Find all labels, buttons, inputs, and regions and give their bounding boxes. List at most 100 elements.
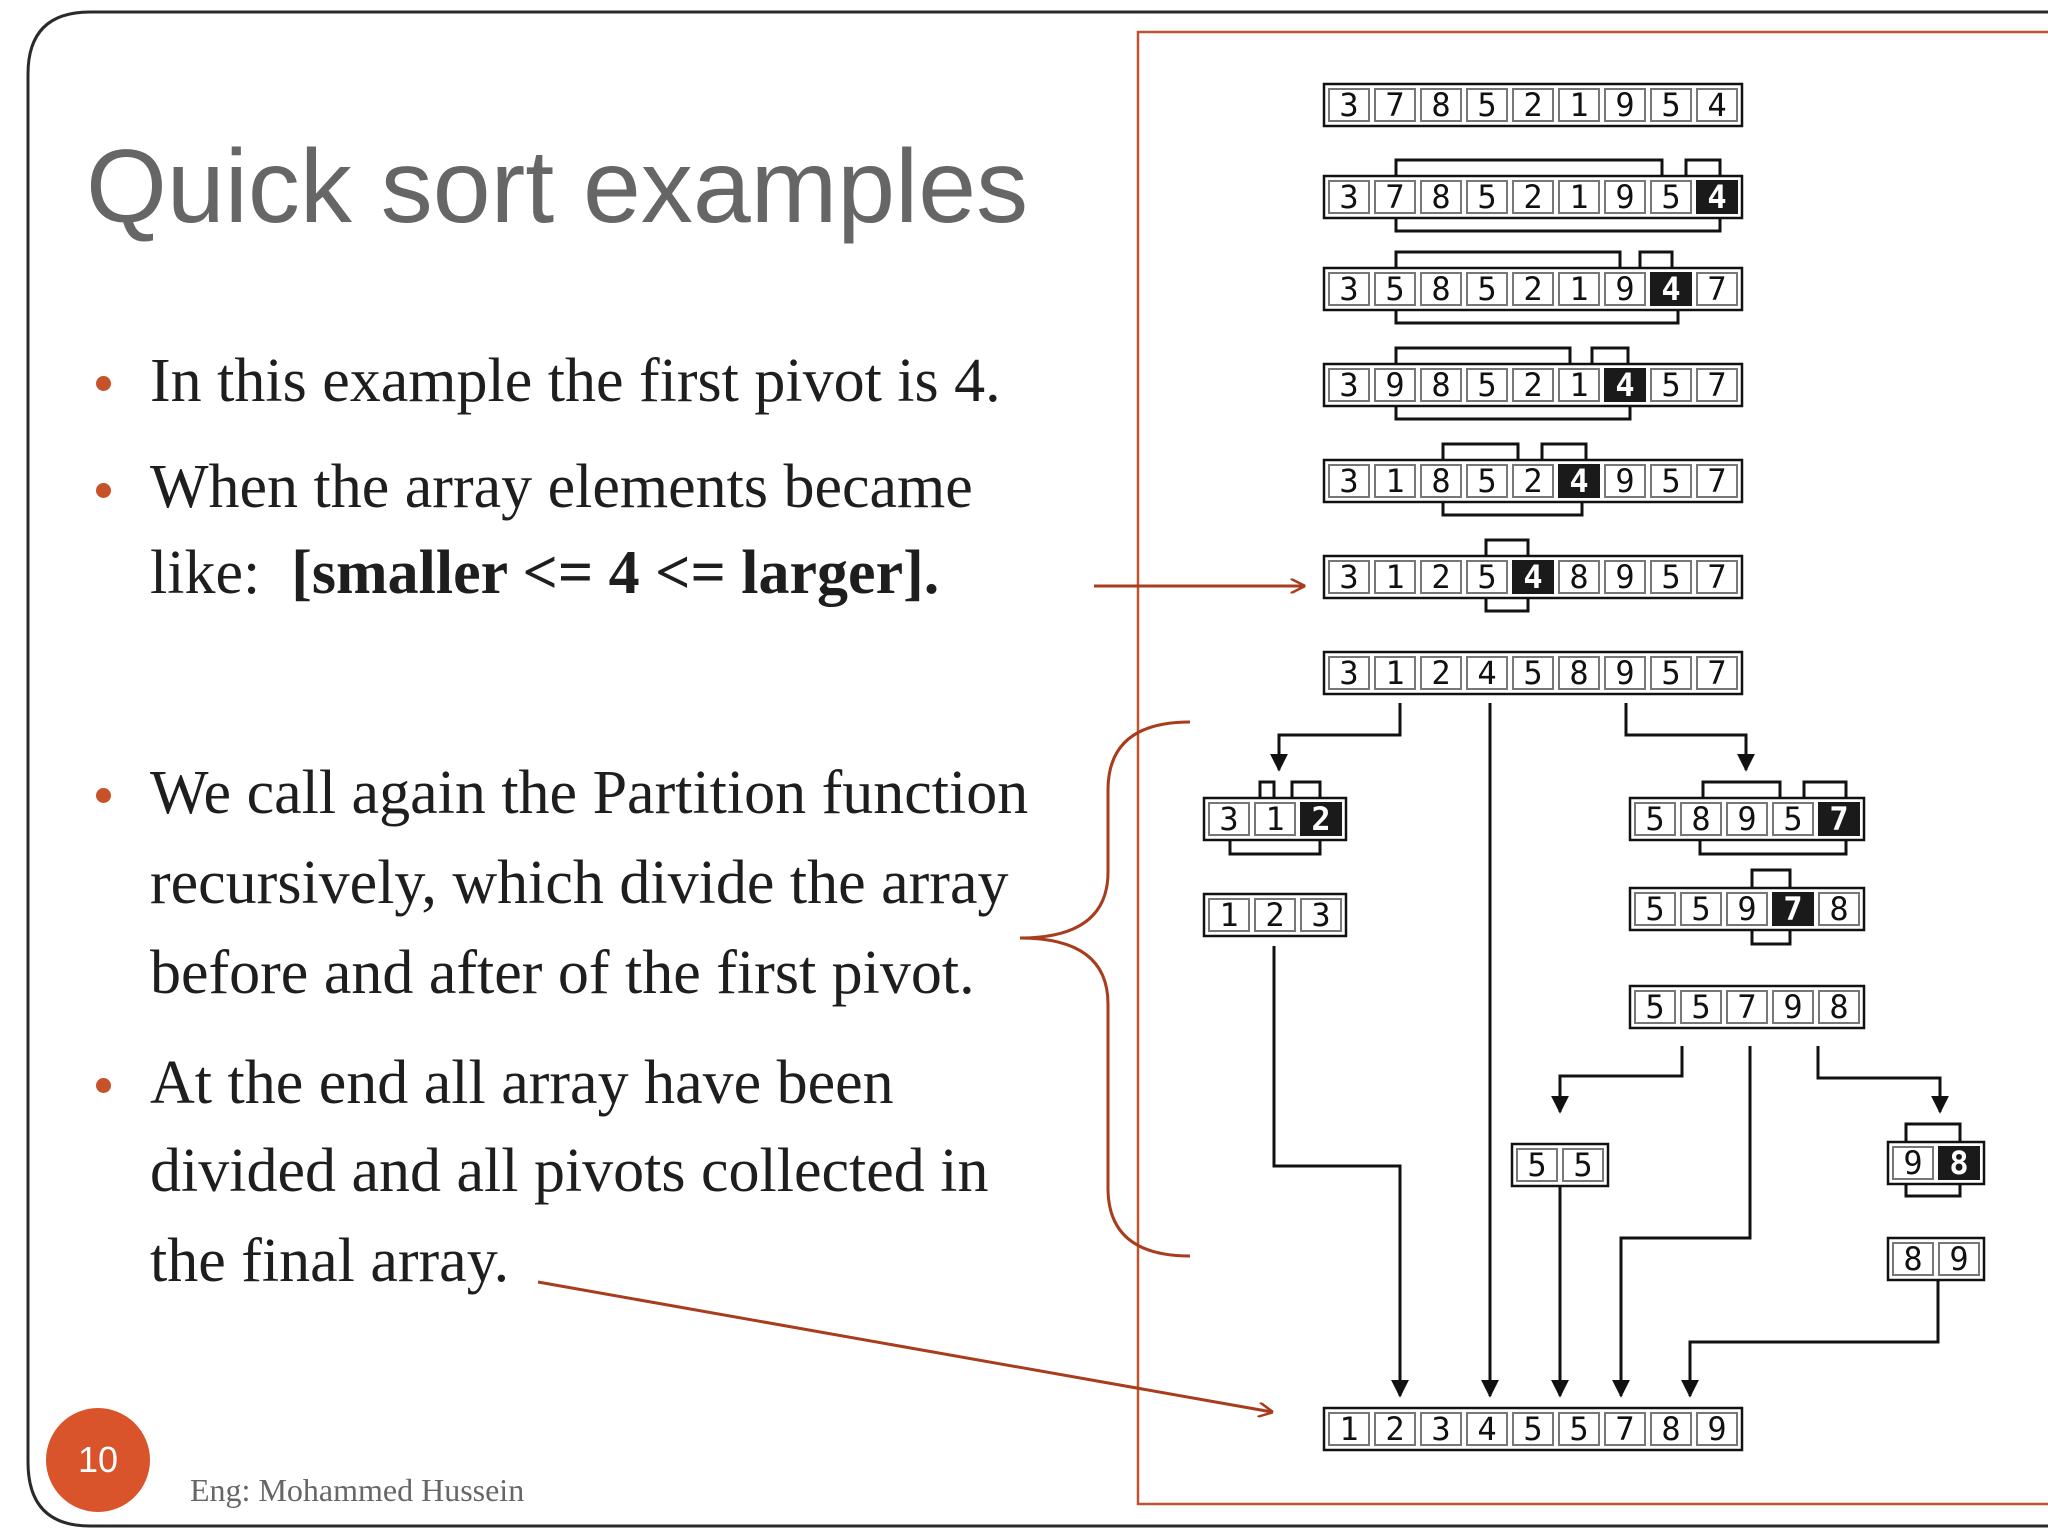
array-cell (1558, 1412, 1600, 1446)
array-digit: 9 (1737, 890, 1756, 928)
array-digit: 5 (1385, 270, 1404, 308)
array-digit: 5 (1691, 890, 1710, 928)
array-cell (1726, 990, 1768, 1024)
array-cell (1328, 656, 1370, 690)
bullet-4-line-2: divided and all pivots collected in (150, 1137, 989, 1205)
array-digit: 8 (1569, 558, 1588, 596)
array-digit: 1 (1339, 1410, 1358, 1448)
array-digit: 5 (1523, 654, 1542, 692)
array-digit: 5 (1661, 366, 1680, 404)
array-digit: 7 (1385, 86, 1404, 124)
array-cell (1466, 1412, 1508, 1446)
array-cell (1466, 88, 1508, 122)
array-digit: 5 (1477, 270, 1496, 308)
pivot-cell (1650, 272, 1692, 306)
array-digit: 9 (1615, 178, 1634, 216)
array-cell (1696, 656, 1738, 690)
recursion-brace (1019, 720, 1191, 1258)
bullet-3-line-2: recursively, which divide the array (150, 849, 1009, 917)
array-cell (1938, 1242, 1980, 1276)
bullet-3-line-1: We call again the Partition function (150, 759, 1029, 827)
array-cell (1374, 88, 1416, 122)
array-digit: 9 (1615, 558, 1634, 596)
array-digit: 3 (1339, 462, 1358, 500)
array-digit: 8 (1569, 654, 1588, 692)
array-digit: 1 (1385, 654, 1404, 692)
array-cell (1512, 368, 1554, 402)
array-cell (1420, 368, 1462, 402)
array-digit: 3 (1339, 558, 1358, 596)
array-cell (1680, 802, 1722, 836)
array-cell (1374, 368, 1416, 402)
array-cell (1696, 464, 1738, 498)
array-digit: 4 (1477, 1410, 1496, 1448)
array-digit: 1 (1569, 178, 1588, 216)
array-digit: 4 (1477, 654, 1496, 692)
array-digit: 5 (1645, 890, 1664, 928)
array-cell (1328, 180, 1370, 214)
bullet-4-line-3: the final array. (150, 1227, 510, 1295)
array-digit: 2 (1523, 462, 1542, 500)
array-cell (1328, 464, 1370, 498)
array-digit: 5 (1477, 558, 1496, 596)
array-cell (1650, 656, 1692, 690)
array-digit: 9 (1615, 462, 1634, 500)
array-cell (1328, 88, 1370, 122)
array-digit: 5 (1569, 1410, 1588, 1448)
final-array-annotation-arrow (537, 1280, 1272, 1412)
array-digit: 5 (1523, 1410, 1542, 1448)
array-cell (1696, 1412, 1738, 1446)
array-digit: 9 (1903, 1144, 1922, 1182)
array-cell (1558, 560, 1600, 594)
array-digit: 1 (1265, 800, 1284, 838)
array-digit: 2 (1385, 1410, 1404, 1448)
array-cell (1328, 272, 1370, 306)
array-cell (1634, 990, 1676, 1024)
array-cell (1328, 560, 1370, 594)
array-cell (1634, 802, 1676, 836)
bullet-4-line-1: At the end all array have been (150, 1049, 894, 1117)
array-cell (1696, 272, 1738, 306)
pivot-cell (1818, 802, 1860, 836)
array-digit: 9 (1385, 366, 1404, 404)
array-digit: 1 (1569, 86, 1588, 124)
array-digit: 2 (1523, 86, 1542, 124)
array-cell (1466, 180, 1508, 214)
array-digit: 1 (1569, 270, 1588, 308)
flow-arrows (1270, 703, 1949, 1398)
bullet-2-bold-expression: [smaller <= 4 <= larger]. (291, 539, 940, 607)
array-digit: 3 (1431, 1410, 1450, 1448)
array-digit: 3 (1219, 800, 1238, 838)
bullet-1-line-1: In this example the first pivot is 4. (150, 347, 1001, 415)
swap-brackets (1228, 158, 1962, 1198)
array-cell (1772, 990, 1814, 1024)
array-digit: 9 (1615, 86, 1634, 124)
array-cell (1466, 368, 1508, 402)
array-cell (1650, 180, 1692, 214)
array-digit: 8 (1661, 1410, 1680, 1448)
array-digit: 8 (1431, 86, 1450, 124)
page-number-badge (46, 1408, 150, 1512)
bullet-dot (96, 483, 111, 498)
array-digit: 8 (1829, 988, 1848, 1026)
array-cell (1512, 272, 1554, 306)
bullet-dot (96, 788, 111, 803)
array-digit: 5 (1527, 1146, 1546, 1184)
array-cell (1558, 368, 1600, 402)
array-cell (1208, 802, 1250, 836)
array-cell (1696, 560, 1738, 594)
array-cell (1680, 892, 1722, 926)
array-digit: 9 (1615, 270, 1634, 308)
array-cell (1420, 180, 1462, 214)
array-digit: 7 (1707, 462, 1726, 500)
array-digit: 9 (1783, 988, 1802, 1026)
